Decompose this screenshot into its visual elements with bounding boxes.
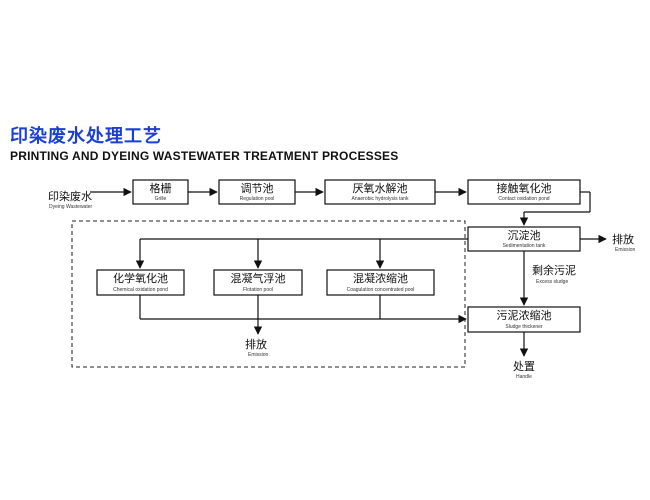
coagulation-concentrated-pool-label-en: Coagulation concentrated pool — [347, 287, 415, 293]
flotation-pool-label-en: Flotation pool — [243, 287, 273, 293]
title-chinese: 印染废水处理工艺 — [10, 126, 162, 147]
input-label: 印染废水 — [48, 189, 92, 203]
sedimentation-tank-label: 沉淀池 — [508, 228, 541, 242]
regulation-pool-box: 调节池 Regulation pool — [218, 179, 296, 205]
chemical-oxidation-pond-label: 化学氧化池 — [113, 271, 168, 285]
chemical-oxidation-pond-label-en: Chemical oxidation pond — [113, 287, 168, 293]
sludge-thickener-label-en: Sludge thickener — [505, 324, 543, 330]
sedimentation-tank-label-en: Sedimentation tank — [503, 243, 546, 249]
emission-right-label-en: Emission — [615, 247, 636, 253]
title-english: PRINTING AND DYEING WASTEWATER TREATMENT… — [10, 149, 399, 163]
contact-oxidation-pond-box: 接触氧化池 Contact oxidation pond — [467, 179, 581, 205]
coagulation-concentrated-pool-box: 混凝浓缩池 Coagulation concentrated pool — [326, 269, 435, 296]
advanced-treatment-region — [71, 220, 466, 368]
contact-oxidation-pond-label-en: Contact oxidation pond — [498, 196, 549, 202]
contact-oxidation-pond-label: 接触氧化池 — [497, 181, 552, 195]
grille-box: 格栅 Grille — [132, 179, 189, 205]
coagulation-concentrated-pool-label: 混凝浓缩池 — [353, 271, 408, 285]
grille-label: 格栅 — [150, 181, 172, 195]
sludge-thickener-label: 污泥浓缩池 — [497, 309, 552, 322]
flotation-pool-label: 混凝气浮池 — [231, 271, 286, 285]
input-label-en: Dyeing Wastewater — [49, 204, 92, 210]
emission-bottom-label-en: Emission — [248, 352, 269, 358]
handle-label-en: Handle — [516, 374, 532, 380]
anaerobic-hydrolysis-tank-box: 厌氧水解池 Anaerobic hydrolysis tank — [324, 179, 436, 205]
grille-label-en: Grille — [155, 196, 167, 202]
excess-sludge-label: 剩余污泥 — [532, 263, 576, 277]
excess-sludge-label-en: Excess sludge — [536, 279, 568, 285]
emission-right-label: 排放 — [612, 232, 634, 246]
chemical-oxidation-pond-box: 化学氧化池 Chemical oxidation pond — [96, 269, 185, 296]
anaerobic-hydrolysis-tank-label-en: Anaerobic hydrolysis tank — [352, 196, 409, 202]
emission-bottom-label: 排放 — [245, 337, 267, 351]
regulation-pool-label-en: Regulation pool — [240, 196, 275, 202]
regulation-pool-label: 调节池 — [241, 182, 274, 195]
handle-label: 处置 — [513, 360, 535, 373]
sedimentation-tank-box: 沉淀池 Sedimentation tank — [467, 226, 581, 252]
sludge-thickener-box: 污泥浓缩池 Sludge thickener — [467, 306, 581, 333]
anaerobic-hydrolysis-tank-label: 厌氧水解池 — [353, 181, 408, 195]
flotation-pool-box: 混凝气浮池 Flotation pool — [213, 269, 303, 296]
